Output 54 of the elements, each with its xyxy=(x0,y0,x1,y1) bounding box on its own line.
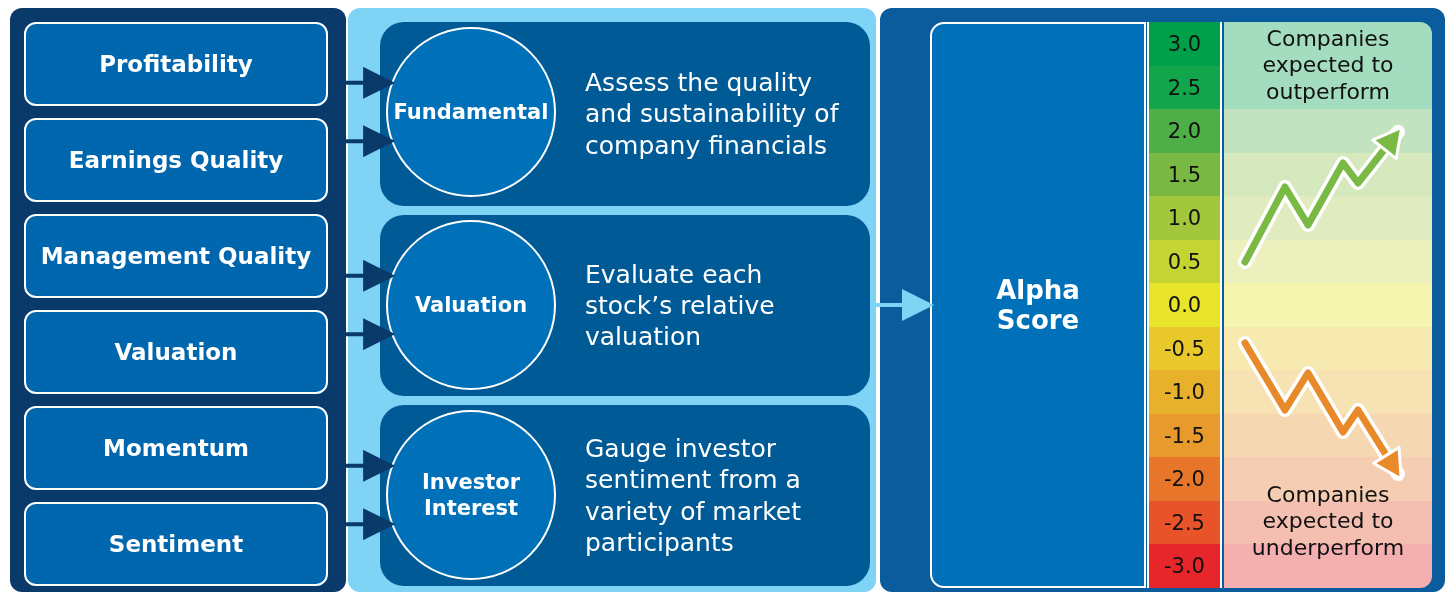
scale-cell xyxy=(1147,152,1222,197)
scale-cell xyxy=(1147,65,1222,110)
scale-cell xyxy=(1147,326,1222,371)
factor-box xyxy=(24,118,328,202)
description-panel xyxy=(380,405,870,586)
scale-value: 2.0 xyxy=(1167,119,1202,144)
factor-box xyxy=(24,502,328,586)
scale-cell xyxy=(1147,283,1222,328)
scale-value: 1.0 xyxy=(1167,206,1202,231)
panel-background xyxy=(10,8,346,592)
score-box xyxy=(930,22,1146,588)
scale-value: -2.0 xyxy=(1164,467,1205,492)
note-text: Companies expected to outperform xyxy=(1261,26,1395,106)
scale-value: 2.5 xyxy=(1167,75,1202,100)
scale-value: -1.5 xyxy=(1164,423,1205,448)
description-panel xyxy=(380,22,870,206)
panel-background xyxy=(348,8,876,592)
scale-cell xyxy=(1147,544,1222,589)
scale-cell xyxy=(1147,457,1222,502)
scale-value: 3.0 xyxy=(1167,32,1202,56)
scale-cell xyxy=(1147,196,1222,241)
scale-value: -0.5 xyxy=(1164,336,1205,361)
factor-box xyxy=(24,22,328,106)
factor-label: Profitability xyxy=(99,51,253,77)
scale-cell xyxy=(1147,370,1222,415)
description-text: Gauge investor sentiment from a variety of market participants xyxy=(585,433,803,558)
scale-value: -2.5 xyxy=(1164,510,1205,535)
factor-box xyxy=(24,310,328,394)
scale-cell xyxy=(1147,239,1222,284)
scale-value: 0.0 xyxy=(1167,293,1202,318)
scale-cell xyxy=(1147,500,1222,545)
category-label: Valuation xyxy=(414,291,528,319)
factor-box xyxy=(24,214,328,298)
category-label: Fundamental xyxy=(393,98,549,126)
scale-cell xyxy=(1147,22,1222,67)
scale-cell xyxy=(1147,109,1222,154)
description-text: Evaluate each stock’s relative valuation xyxy=(585,258,776,353)
scale-value: 1.5 xyxy=(1167,162,1202,187)
factor-label: Earnings Quality xyxy=(68,147,284,173)
scale-value: -3.0 xyxy=(1164,554,1205,579)
description-text: Assess the quality and sustainability of company financials xyxy=(585,67,840,161)
factor-label: Momentum xyxy=(103,435,249,461)
factor-label: Management Quality xyxy=(40,243,312,269)
note-text: Companies expected to underperform xyxy=(1250,482,1406,562)
factor-label: Valuation xyxy=(114,339,238,365)
description-panel xyxy=(380,215,870,396)
score-label: Alpha Score xyxy=(995,275,1081,335)
category-label: Investor Interest xyxy=(421,468,521,522)
factor-label: Sentiment xyxy=(108,531,244,557)
scale-cell xyxy=(1147,413,1222,458)
scale-value: -1.0 xyxy=(1164,380,1205,405)
scale-value: 0.5 xyxy=(1167,249,1202,274)
factor-box xyxy=(24,406,328,490)
arrow xyxy=(876,289,934,321)
